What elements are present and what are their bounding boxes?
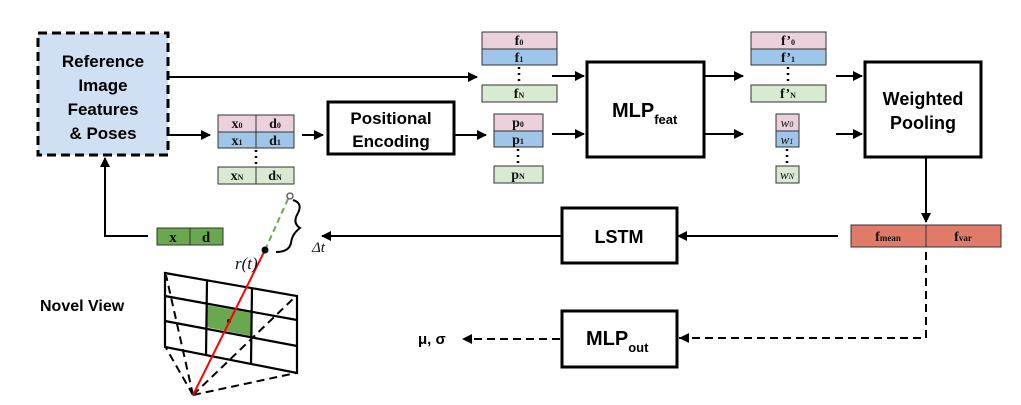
- svg-text:f’0: f’0: [781, 34, 795, 49]
- reference-line-2: Image: [78, 76, 127, 95]
- reference-line-3: Features: [68, 100, 139, 119]
- fprime-stack: f’0 f’1 f’N: [750, 31, 827, 103]
- svg-text:p0: p0: [512, 116, 524, 131]
- svg-text:x0: x0: [232, 117, 243, 132]
- mlp-out-node: MLPout: [560, 309, 679, 369]
- mlp-feat-node: MLPfeat: [585, 60, 706, 159]
- w-stack: w0 w1 wN: [775, 113, 800, 184]
- f-var-label: fvar: [954, 230, 972, 245]
- pe-line-2: Encoding: [352, 132, 429, 151]
- novel-view-camera: Δt r(t): [163, 192, 326, 396]
- lstm-label: LSTM: [595, 227, 644, 247]
- mlp-out-label: MLP: [586, 328, 628, 350]
- pe-line-1: Positional: [350, 109, 431, 128]
- svg-text:f’1: f’1: [781, 51, 795, 66]
- positional-encoding-node: Positional Encoding: [326, 100, 456, 156]
- svg-text:fN: fN: [514, 87, 525, 102]
- xd-row-n: xN dN: [217, 166, 295, 185]
- ray-line: [192, 249, 266, 396]
- xd-stack: x0 d0 x1 d1 xN dN: [217, 114, 295, 185]
- svg-text:MLPfeat: MLPfeat: [612, 100, 678, 127]
- novel-view-label: Novel View: [40, 298, 125, 315]
- reference-line-4: & Poses: [69, 124, 136, 143]
- edge-xd-to-reference: [104, 158, 148, 237]
- output-label: μ, σ: [418, 331, 446, 348]
- reference-line-1: Reference: [62, 52, 144, 71]
- svg-text:d0: d0: [269, 117, 281, 132]
- f-stack: f0 f1 fN: [481, 31, 558, 103]
- mlp-feat-label: MLP: [612, 100, 654, 122]
- ray-label: r(t): [235, 254, 258, 273]
- f-mean-label: fmean: [875, 230, 901, 245]
- svg-text:f’N: f’N: [780, 87, 796, 102]
- pool-line-2: Pooling: [890, 113, 956, 133]
- reference-box: [36, 31, 170, 157]
- svg-text:f0: f0: [515, 34, 524, 49]
- svg-text:d1: d1: [269, 134, 281, 149]
- ray-point: [261, 246, 269, 254]
- d-label: d: [202, 230, 211, 246]
- edge-stats-to-mlpout: [679, 252, 927, 339]
- xd-input: x d: [156, 227, 224, 246]
- lstm-node: LSTM: [560, 206, 679, 265]
- p-stack: p0 p1 pN: [493, 113, 544, 184]
- svg-text:pN: pN: [511, 168, 525, 183]
- ray-extension: [264, 198, 289, 251]
- xd-row-0: x0 d0: [217, 114, 295, 133]
- xd-row-1: x1 d1: [217, 131, 295, 149]
- svg-text:f1: f1: [515, 51, 524, 66]
- svg-text:w0: w0: [781, 115, 794, 130]
- svg-text:p1: p1: [512, 133, 524, 148]
- svg-text:MLPout: MLPout: [586, 328, 649, 355]
- svg-text:w1: w1: [781, 132, 794, 147]
- ray-next-point: [286, 192, 294, 200]
- pool-line-1: Weighted: [883, 89, 964, 109]
- svg-text:wN: wN: [780, 167, 795, 182]
- svg-text:x1: x1: [232, 134, 243, 149]
- weighted-pooling-node: Weighted Pooling: [863, 60, 983, 159]
- f-stats-bar: fmean fvar: [850, 224, 1002, 248]
- delta-t-label: Δt: [311, 240, 326, 256]
- x-label: x: [169, 230, 177, 246]
- svg-text:dN: dN: [268, 169, 282, 184]
- reference-features-node: Reference Image Features & Poses: [36, 31, 170, 157]
- delta-brace: [275, 199, 302, 253]
- svg-text:xN: xN: [231, 169, 244, 184]
